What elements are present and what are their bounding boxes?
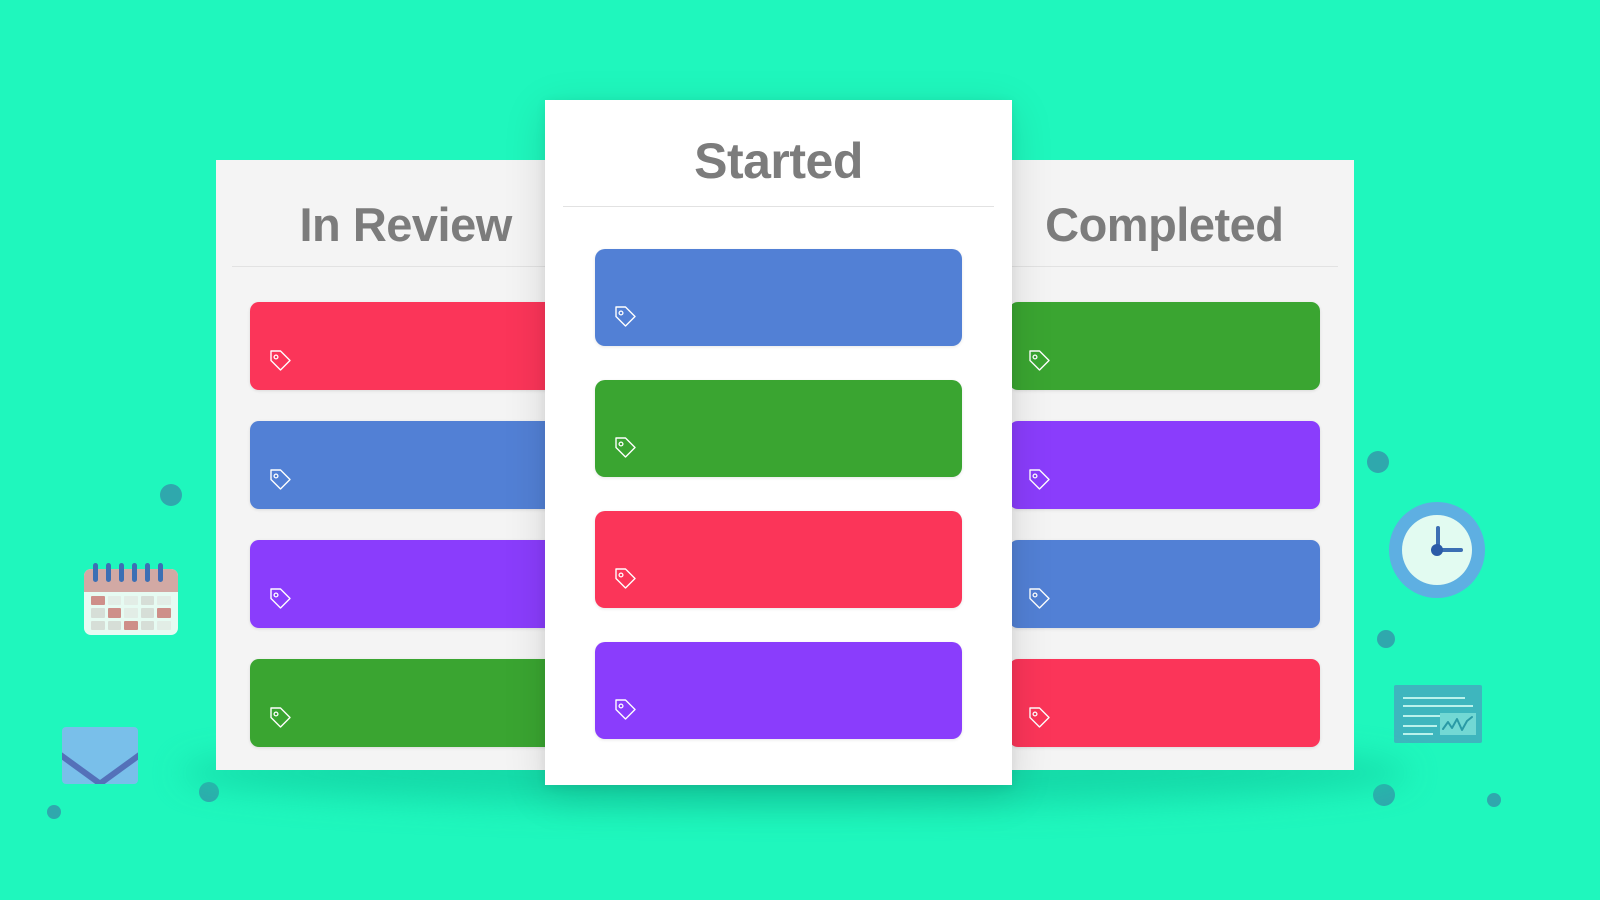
tag-icon [267, 705, 293, 731]
kanban-column-completed[interactable]: Completed [975, 160, 1354, 770]
envelope-icon [62, 727, 138, 784]
tag-icon [612, 566, 638, 592]
decorative-dot [199, 782, 219, 802]
calendar-grid [91, 596, 171, 630]
task-card[interactable] [595, 249, 962, 346]
calendar-ring [145, 563, 150, 582]
decorative-dot [1373, 784, 1395, 806]
column-divider [563, 206, 994, 207]
task-card[interactable] [595, 511, 962, 608]
column-title-started: Started [694, 133, 863, 189]
decorative-dot [1487, 793, 1501, 807]
envelope-fold-right [96, 748, 138, 784]
tag-icon [267, 348, 293, 374]
clock-icon [1389, 502, 1485, 598]
decorative-dot [47, 805, 61, 819]
task-card[interactable] [1008, 302, 1320, 390]
task-card[interactable] [250, 659, 562, 747]
decorative-dot [160, 484, 182, 506]
tag-icon [1026, 467, 1052, 493]
tag-icon [267, 467, 293, 493]
task-card[interactable] [250, 302, 562, 390]
tag-icon [612, 304, 638, 330]
started-card-list [595, 249, 962, 739]
report-sparkline [1440, 713, 1476, 735]
calendar-header [84, 569, 178, 592]
calendar-ring [93, 563, 98, 582]
tag-icon [267, 586, 293, 612]
started-column-panel[interactable]: Started [545, 100, 1012, 785]
column-title-completed: Completed [1045, 198, 1284, 251]
tag-icon [612, 435, 638, 461]
calendar-ring [106, 563, 111, 582]
decorative-dot [1377, 630, 1395, 648]
clock-center-pin [1431, 544, 1443, 556]
task-card[interactable] [250, 540, 562, 628]
tag-icon [1026, 705, 1052, 731]
task-card[interactable] [595, 642, 962, 739]
tag-icon [612, 697, 638, 723]
tag-icon [1026, 348, 1052, 374]
task-card[interactable] [595, 380, 962, 477]
calendar-icon [84, 563, 178, 635]
calendar-ring [119, 563, 124, 582]
envelope-fold-left [62, 748, 104, 784]
calendar-ring [158, 563, 163, 582]
clock-hour-hand [1436, 526, 1440, 552]
tag-icon [1026, 586, 1052, 612]
clock-minute-hand [1437, 548, 1463, 552]
task-card[interactable] [1008, 421, 1320, 509]
chart-report-icon [1394, 685, 1482, 743]
task-card[interactable] [1008, 540, 1320, 628]
task-card[interactable] [250, 421, 562, 509]
column-divider [232, 266, 580, 267]
column-title-in-review: In Review [299, 198, 513, 251]
column-divider [990, 266, 1338, 267]
decorative-dot [1367, 451, 1389, 473]
kanban-column-in-review[interactable]: In Review [216, 160, 595, 770]
task-card[interactable] [1008, 659, 1320, 747]
calendar-ring [132, 563, 137, 582]
